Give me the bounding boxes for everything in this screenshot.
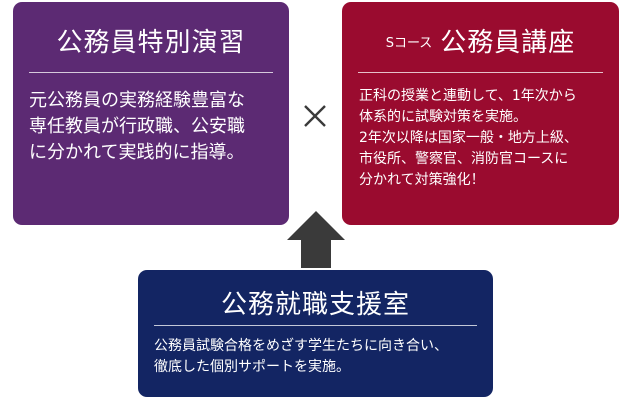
special-seminar-description: 元公務員の実務経験豊富な 専任教員が行政職、公安職 に分かれて実践的に指導。: [29, 88, 245, 166]
description-line: 元公務員の実務経験豊富な: [29, 90, 245, 111]
description-line: に分かれて実践的に指導。: [29, 142, 245, 163]
title-divider: [154, 325, 477, 326]
times-icon: [304, 105, 326, 127]
description-line: 市役所、警察官、消防官コースに: [359, 151, 569, 167]
s-course-prefix: Sコース: [385, 36, 433, 51]
special-seminar-title: 公務員特別演習: [56, 28, 246, 58]
description-line: 分かれて対策強化！: [359, 172, 485, 188]
career-support-description: 公務員試験合格をめざす学生たちに向き合い、 徹底した個別サポートを実施。: [154, 336, 448, 378]
title-divider: [358, 72, 603, 73]
description-line: 正科の授業と連動して、1年次から: [359, 88, 577, 104]
s-course-title-text: 公務員講座: [440, 28, 576, 58]
special-seminar-card: 公務員特別演習 元公務員の実務経験豊富な 専任教員が行政職、公安職 に分かれて実…: [13, 2, 289, 225]
description-line: 徹底した個別サポートを実施。: [154, 359, 350, 375]
description-line: 専任教員が行政職、公安職: [29, 116, 245, 137]
title-divider: [29, 72, 273, 73]
career-support-title: 公務就職支援室: [220, 290, 410, 320]
career-support-card: 公務就職支援室 公務員試験合格をめざす学生たちに向き合い、 徹底した個別サポート…: [138, 270, 493, 397]
s-course-title: Sコース公務員講座: [342, 22, 619, 59]
s-course-card: Sコース公務員講座 正科の授業と連動して、1年次から 体系的に試験対策を実施。 …: [342, 2, 619, 225]
description-line: 2年次以降は国家一般・地方上級、: [359, 130, 578, 146]
up-arrow-icon: [287, 211, 345, 268]
description-line: 体系的に試験対策を実施。: [359, 109, 527, 125]
description-line: 公務員試験合格をめざす学生たちに向き合い、: [154, 338, 448, 354]
s-course-description: 正科の授業と連動して、1年次から 体系的に試験対策を実施。 2年次以降は国家一般…: [359, 86, 578, 191]
